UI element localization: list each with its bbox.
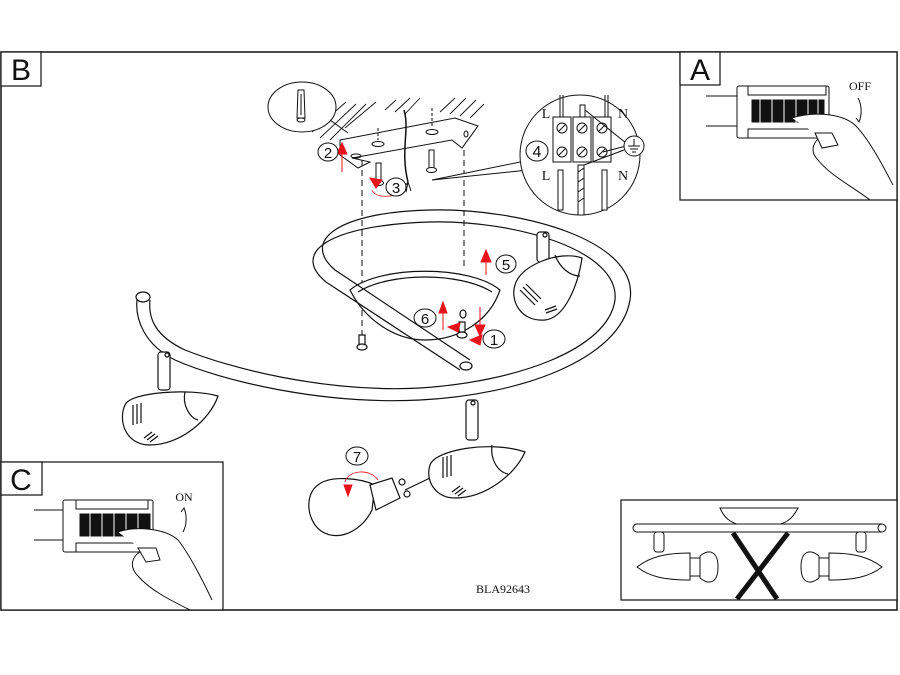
step-1-badge: 1 [482, 329, 506, 349]
mounting-bracket [339, 117, 476, 169]
terminal-screw-icon [596, 146, 608, 158]
step-4-badge: 4 [525, 140, 549, 162]
terminal-block-callout [431, 94, 645, 216]
step-4-number: 4 [533, 144, 542, 161]
switch-down-arrow-icon [855, 97, 862, 123]
step-6-number: 6 [421, 311, 429, 328]
rotate-arrow-icon [343, 484, 353, 498]
arrow-icon [468, 334, 483, 346]
wall-plug-callout [267, 81, 349, 134]
step-3-number: 3 [392, 180, 400, 197]
rotate-arc [344, 471, 379, 483]
terminal-screw-icon [556, 146, 568, 158]
panel-a-letter: A [690, 54, 710, 87]
instruction-sheet: B [0, 51, 898, 611]
spot-head-right-upper [513, 231, 583, 321]
step-2-badge: 2 [317, 142, 339, 162]
prohibited-cross-icon [730, 531, 790, 601]
panel-c: C ON [0, 461, 224, 611]
panel-warning [620, 499, 898, 601]
spiral-arm [136, 209, 632, 402]
panel-c-letter: C [10, 464, 32, 497]
sheet-border [0, 51, 898, 611]
terminal-screw-icon [576, 122, 588, 134]
step-5-badge: 5 [495, 254, 517, 274]
step-5-number: 5 [502, 257, 510, 274]
panel-a: A OFF [679, 51, 898, 201]
screw-icon [356, 334, 368, 351]
terminal-screw-icon [596, 122, 608, 134]
spot-head-front [428, 399, 526, 499]
arrow-up-icon [480, 248, 492, 275]
step-1-number: 1 [490, 332, 498, 349]
ground-icon [628, 139, 640, 153]
terminal-screw-icon [576, 146, 588, 158]
model-code: BLA92643 [476, 582, 530, 596]
red-arrows [336, 141, 492, 498]
terminal-label-bottom-left: L [542, 169, 551, 184]
wall-plug-icon [296, 89, 306, 123]
arrow-down-icon [474, 307, 486, 338]
screw-icon [426, 149, 437, 173]
terminal-block [552, 116, 612, 163]
arrow-icon [446, 322, 461, 333]
arrow-icon [369, 177, 383, 189]
terminal-screw-icon [556, 122, 568, 134]
switch-on-label: ON [175, 490, 193, 504]
panel-b-letter: B [11, 54, 31, 87]
switch-up-arrow-icon [180, 507, 187, 533]
switch-off-label: OFF [849, 79, 871, 93]
hand-icon [791, 113, 894, 201]
terminal-label-top-left: L [542, 107, 551, 122]
step-7-badge: 7 [345, 446, 369, 466]
step-6-badge: 6 [413, 308, 437, 328]
step-2-number: 2 [324, 145, 332, 162]
spotlight-fixture [135, 209, 632, 402]
arrow-up-icon [336, 141, 348, 172]
terminal-label-bottom-right: N [618, 169, 628, 184]
spot-head-left [121, 351, 219, 446]
step-3-badge: 3 [385, 177, 407, 197]
arrow-up-icon [438, 300, 448, 330]
mounting-bar [632, 523, 886, 533]
panel-b-label: B [0, 51, 42, 87]
step-7-number: 7 [353, 449, 361, 466]
mains-cable [403, 109, 409, 183]
ceiling-mount-detail [299, 95, 485, 335]
terminal-label-top-right: N [618, 107, 628, 122]
hand-icon [117, 528, 213, 611]
gu10-bulb [308, 477, 431, 537]
